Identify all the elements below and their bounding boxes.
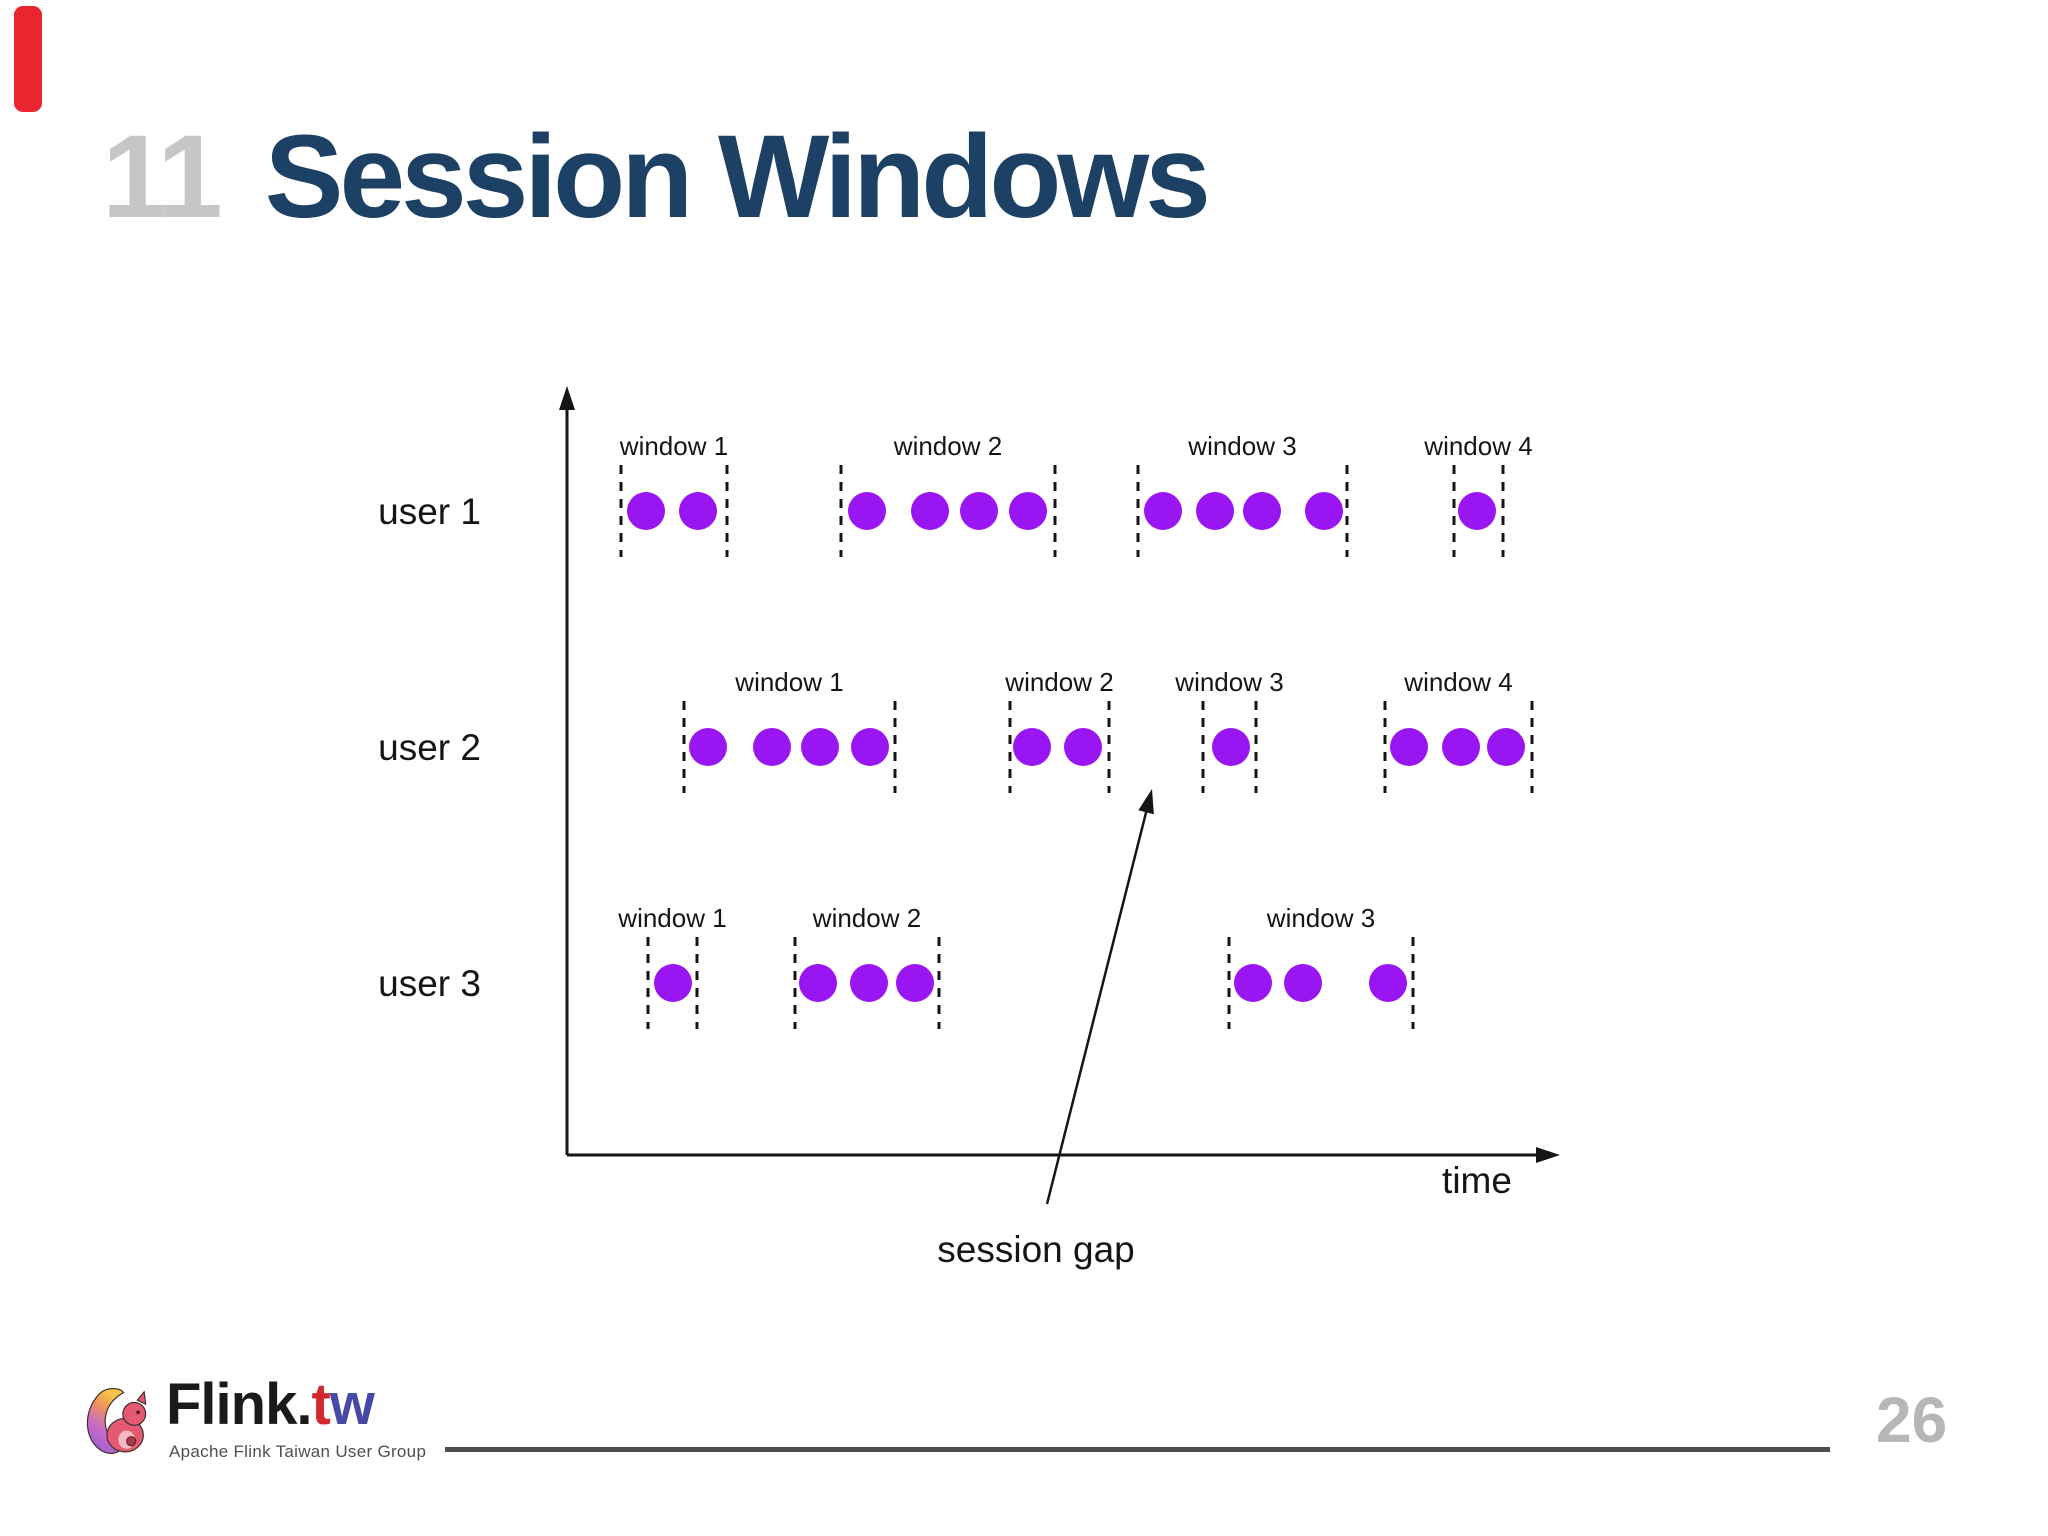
user-label: user 2 [378, 727, 481, 768]
window-label: window 3 [1174, 667, 1283, 697]
event-dot [753, 728, 791, 766]
session-gap-arrowhead [1138, 789, 1154, 815]
event-dot [1305, 492, 1343, 530]
accent-bar [14, 6, 42, 112]
time-label: time [1442, 1160, 1512, 1201]
event-dot [1487, 728, 1525, 766]
event-dot [1013, 728, 1051, 766]
event-dot [896, 964, 934, 1002]
window-label: window 1 [619, 431, 728, 461]
event-dot [1212, 728, 1250, 766]
event-dot [1064, 728, 1102, 766]
event-dot [1458, 492, 1496, 530]
logo-caption: Apache Flink Taiwan User Group [169, 1442, 427, 1461]
window-label: window 2 [1004, 667, 1113, 697]
session-gap-arrow [1045, 806, 1149, 1205]
event-dot [799, 964, 837, 1002]
event-dot [1284, 964, 1322, 1002]
event-dot [627, 492, 665, 530]
brand-w: w [329, 1372, 375, 1437]
window-label: window 3 [1266, 903, 1375, 933]
title-number: 11 [102, 111, 223, 243]
session-gap-label: session gap [937, 1229, 1134, 1270]
window-label: window 4 [1423, 431, 1532, 461]
window-label: window 3 [1187, 431, 1296, 461]
squirrel-acorn [126, 1436, 137, 1447]
event-dot [1009, 492, 1047, 530]
event-dot [911, 492, 949, 530]
event-dot [1196, 492, 1234, 530]
brand-flink: Flink. [166, 1372, 312, 1437]
event-dot [1144, 492, 1182, 530]
flink-logo-wordmark: Flink.tw [166, 1376, 375, 1434]
event-dot [1243, 492, 1281, 530]
event-dot [960, 492, 998, 530]
event-dot [1390, 728, 1428, 766]
squirrel-head [122, 1401, 147, 1426]
flink-squirrel-logo [86, 1388, 147, 1455]
event-dot [689, 728, 727, 766]
event-dot [1442, 728, 1480, 766]
window-label: window 1 [617, 903, 726, 933]
event-dot [848, 492, 886, 530]
squirrel-ear [136, 1390, 147, 1405]
title-text: Session Windows [264, 111, 1211, 243]
window-label: window 1 [734, 667, 843, 697]
y-axis-arrowhead [559, 386, 575, 410]
user-label: user 1 [378, 491, 481, 532]
event-dot [1234, 964, 1272, 1002]
time-axis-arrowhead [1536, 1147, 1560, 1163]
page-number: 26 [1876, 1384, 1948, 1456]
footer-divider [445, 1447, 1830, 1452]
event-dot [801, 728, 839, 766]
window-label: window 2 [893, 431, 1002, 461]
event-dot [851, 728, 889, 766]
event-dot [1369, 964, 1407, 1002]
squirrel-eye [136, 1410, 140, 1415]
event-dot [654, 964, 692, 1002]
event-dot [679, 492, 717, 530]
brand-t: t [311, 1372, 330, 1437]
event-dot [850, 964, 888, 1002]
window-label: window 4 [1403, 667, 1512, 697]
user-label: user 3 [378, 963, 481, 1004]
window-label: window 2 [812, 903, 921, 933]
